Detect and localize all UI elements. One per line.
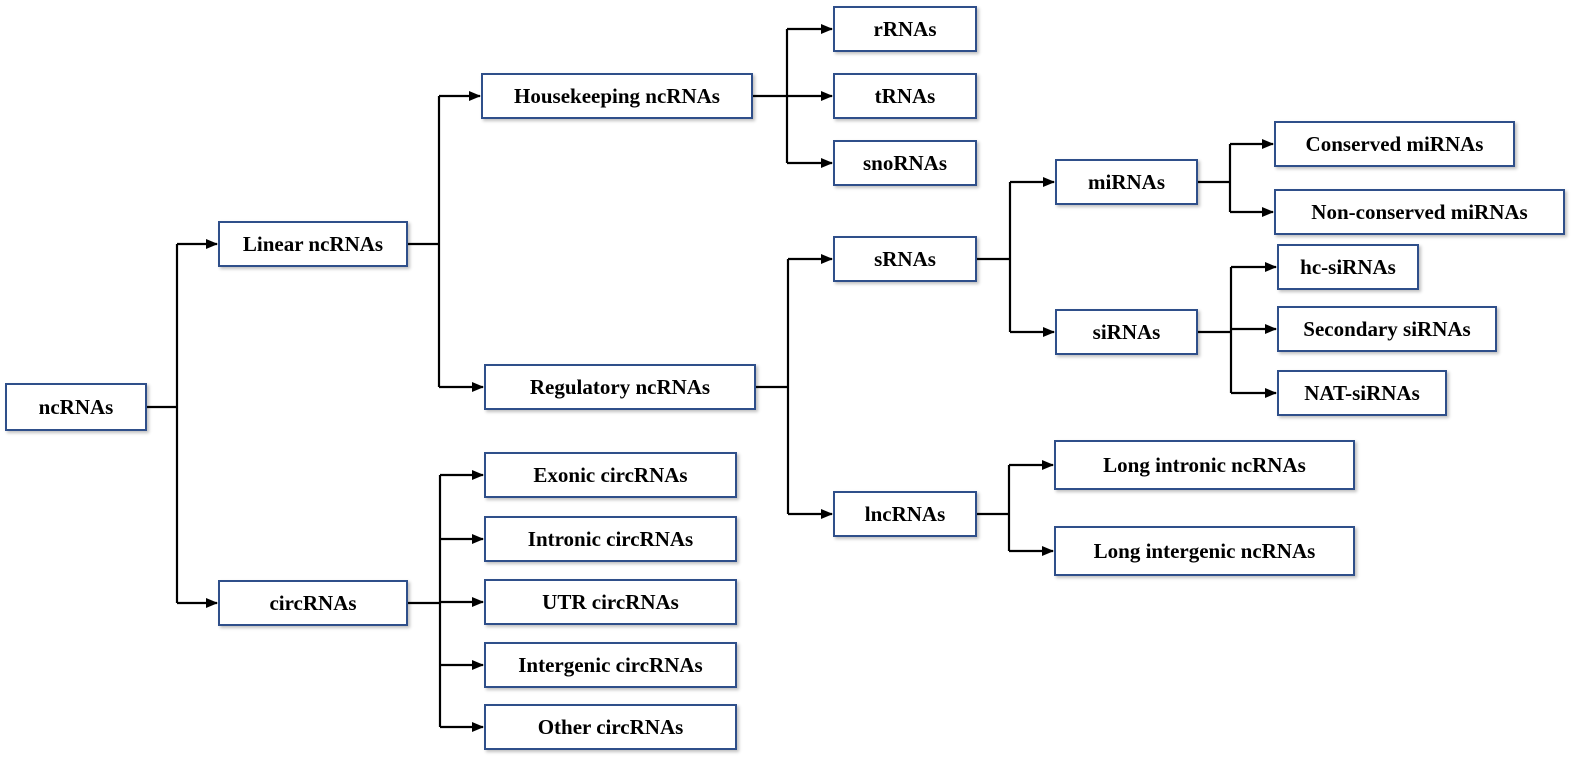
- node-sirnas: siRNAs: [1055, 309, 1198, 355]
- node-mirnas: miRNAs: [1055, 159, 1198, 205]
- node-lncrnas: lncRNAs: [833, 491, 977, 537]
- node-conserved-mirnas: Conserved miRNAs: [1274, 121, 1515, 167]
- node-intronic-circrnas: Intronic circRNAs: [484, 516, 737, 562]
- node-snornas: snoRNAs: [833, 140, 977, 186]
- node-secondary-sirnas: Secondary siRNAs: [1277, 306, 1497, 352]
- node-trnas: tRNAs: [833, 73, 977, 119]
- node-circrnas: circRNAs: [218, 580, 408, 626]
- node-housekeeping-ncrnas: Housekeeping ncRNAs: [481, 73, 753, 119]
- node-long-intergenic-ncrnas: Long intergenic ncRNAs: [1054, 526, 1355, 576]
- node-exonic-circrnas: Exonic circRNAs: [484, 452, 737, 498]
- node-regulatory-ncrnas: Regulatory ncRNAs: [484, 364, 756, 410]
- node-ncrnas: ncRNAs: [5, 383, 147, 431]
- node-nat-sirnas: NAT-siRNAs: [1277, 370, 1447, 416]
- node-srnas: sRNAs: [833, 236, 977, 282]
- node-rrnas: rRNAs: [833, 6, 977, 52]
- node-linear-ncrnas: Linear ncRNAs: [218, 221, 408, 267]
- node-utr-circrnas: UTR circRNAs: [484, 579, 737, 625]
- node-intergenic-circrnas: Intergenic circRNAs: [484, 642, 737, 688]
- node-non-conserved-mirnas: Non-conserved miRNAs: [1274, 189, 1565, 235]
- node-hc-sirnas: hc-siRNAs: [1277, 244, 1419, 290]
- node-long-intronic-ncrnas: Long intronic ncRNAs: [1054, 440, 1355, 490]
- node-other-circrnas: Other circRNAs: [484, 704, 737, 750]
